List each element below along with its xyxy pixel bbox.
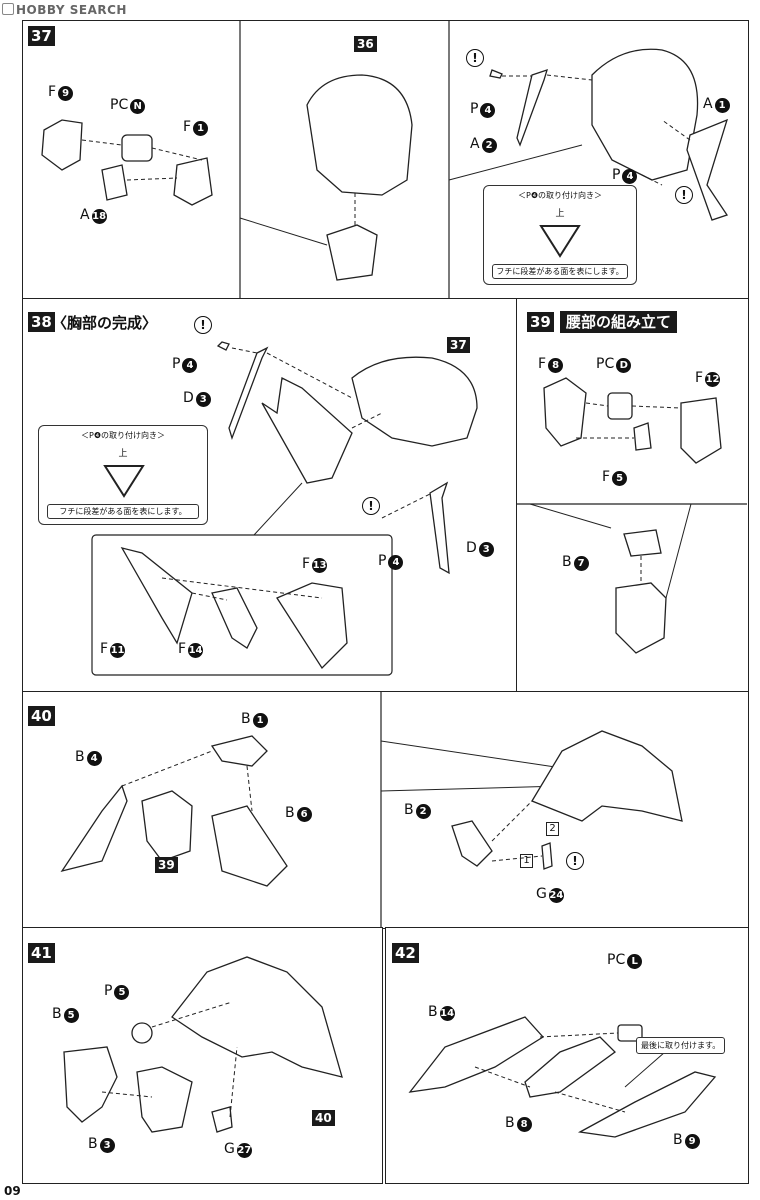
order-box-2: 2 xyxy=(546,822,559,836)
triangle-orientation-icon xyxy=(539,225,581,258)
step-38-title: 〈胸部の完成〉 xyxy=(52,314,158,332)
p4-orientation-note: ＜P❹の取り付け向き＞ 上 フチに段差がある面を表にします。 xyxy=(483,185,637,285)
warning-icon: ! xyxy=(194,316,212,334)
watermark: HOBBY SEARCH xyxy=(2,3,127,17)
step-41-parts-drawing xyxy=(63,956,343,1133)
part-ref-39: 39 xyxy=(155,857,178,873)
attach-last-note: 最後に取り付けます。 xyxy=(636,1037,726,1054)
warning-icon: ! xyxy=(675,186,693,204)
watermark-logo-icon xyxy=(2,3,14,15)
step-42-number: 42 xyxy=(392,943,419,963)
step-37-dividers xyxy=(239,20,583,298)
warning-icon: ! xyxy=(466,49,484,67)
step-38-parts-drawing xyxy=(91,341,478,676)
part-ref-36: 36 xyxy=(354,36,377,52)
step-40-number: 40 xyxy=(28,706,55,726)
part-ref-37: 37 xyxy=(447,337,470,353)
step-40-parts-drawing xyxy=(60,691,683,927)
step-39-parts-drawing xyxy=(516,377,747,654)
step-41-number: 41 xyxy=(28,943,55,963)
part-ref-40: 40 xyxy=(312,1110,335,1126)
triangle-orientation-icon xyxy=(103,465,145,498)
step-39-number: 39 xyxy=(527,312,554,332)
warning-icon: ! xyxy=(362,497,380,515)
step-38-number: 38 xyxy=(28,312,55,332)
step-37-parts-drawing xyxy=(41,48,729,281)
step-42-parts-drawing xyxy=(408,1016,717,1138)
warning-icon: ! xyxy=(566,852,584,870)
p4-orientation-note: ＜P❹の取り付け向き＞ 上 フチに段差がある面を表にします。 xyxy=(38,425,208,525)
order-box-1: 1 xyxy=(520,854,533,868)
page-number: 09 xyxy=(4,1184,21,1198)
step-37-number: 37 xyxy=(28,26,55,46)
step-39-title: 腰部の組み立て xyxy=(560,311,678,333)
